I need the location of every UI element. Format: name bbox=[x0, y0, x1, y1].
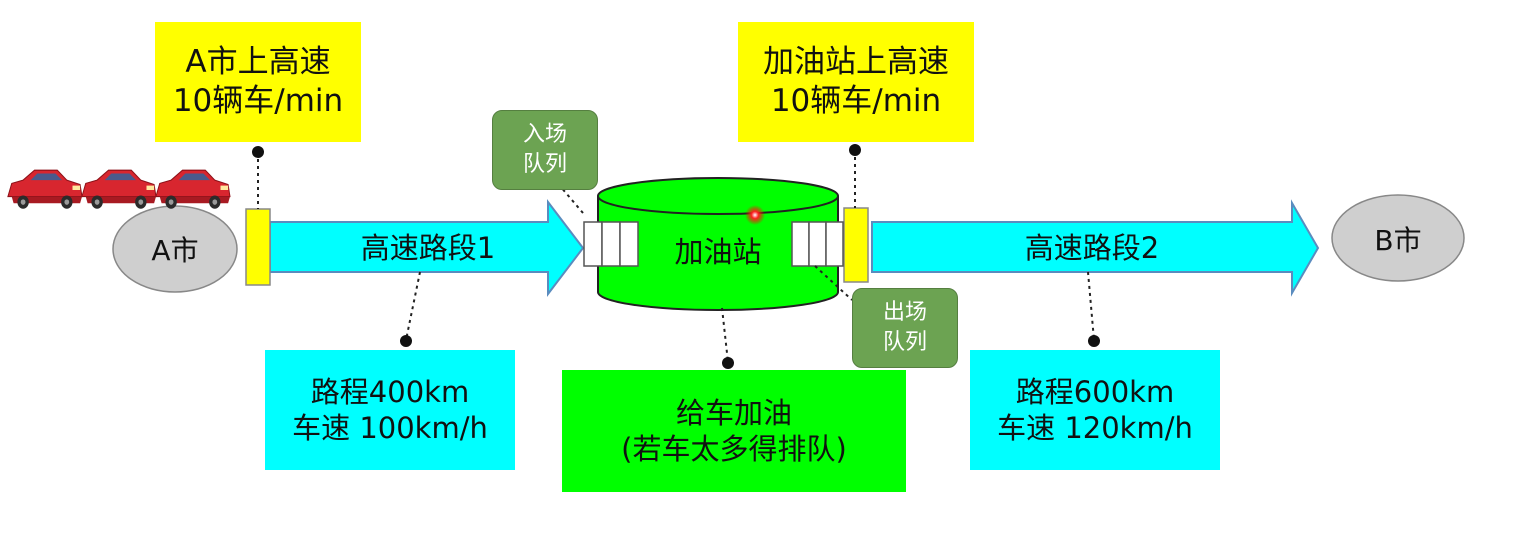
car-icon bbox=[81, 169, 157, 210]
segment1-label: 高速路段1 bbox=[361, 231, 495, 265]
station-entry-title: 加油站上高速 bbox=[763, 44, 949, 81]
refuel-info-box: 给车加油 (若车太多得排队) bbox=[562, 370, 906, 492]
red-light-icon bbox=[745, 205, 765, 225]
connector-dots bbox=[252, 144, 1100, 369]
entry-queue-tag: 入场 队列 bbox=[492, 110, 598, 190]
segment1-speed: 车速 100km/h bbox=[292, 411, 488, 445]
city-b-ellipse bbox=[1331, 194, 1465, 282]
entry-queue-line1: 入场 bbox=[522, 122, 567, 148]
entry-queue-cells bbox=[583, 221, 639, 267]
refuel-title: 给车加油 bbox=[675, 395, 792, 430]
segment2-info-box: 路程600km 车速 120km/h bbox=[970, 350, 1220, 470]
toll-gate-a bbox=[245, 208, 271, 286]
a-entry-rate: 10辆车/min bbox=[172, 83, 344, 119]
segment2-distance: 路程600km bbox=[1015, 374, 1175, 409]
segment1-distance: 路程400km bbox=[310, 374, 470, 409]
segment1-info-box: 路程400km 车速 100km/h bbox=[265, 350, 515, 470]
segment2-speed: 车速 120km/h bbox=[997, 411, 1193, 445]
station-label: 加油站 bbox=[674, 235, 761, 269]
exit-queue-cells bbox=[791, 221, 844, 267]
exit-queue-line1: 出场 bbox=[882, 300, 927, 326]
station-entry-rate: 10辆车/min bbox=[770, 83, 942, 119]
exit-queue-tag: 出场 队列 bbox=[852, 288, 958, 368]
car-icon bbox=[7, 169, 83, 210]
station-entry-rate-label: 加油站上高速 10辆车/min bbox=[738, 22, 974, 142]
car-icon bbox=[155, 169, 231, 210]
a-entry-title: A市上高速 bbox=[185, 44, 331, 81]
segment2-arrow bbox=[871, 199, 1320, 297]
city-a-label: A市 bbox=[151, 234, 198, 267]
a-entry-rate-label: A市上高速 10辆车/min bbox=[155, 22, 361, 142]
station-cylinder-body bbox=[597, 196, 839, 311]
exit-queue-line2: 队列 bbox=[882, 330, 927, 355]
toll-gate-station bbox=[843, 207, 869, 283]
connector-lines bbox=[257, 150, 1095, 363]
city-b-label: B市 bbox=[1374, 224, 1421, 257]
entry-queue-line2: 队列 bbox=[522, 152, 567, 177]
segment2-label: 高速路段2 bbox=[1025, 231, 1159, 265]
refuel-note: (若车太多得排队) bbox=[621, 432, 847, 466]
segment1-arrow bbox=[269, 199, 585, 297]
station-cylinder-top bbox=[597, 177, 839, 215]
